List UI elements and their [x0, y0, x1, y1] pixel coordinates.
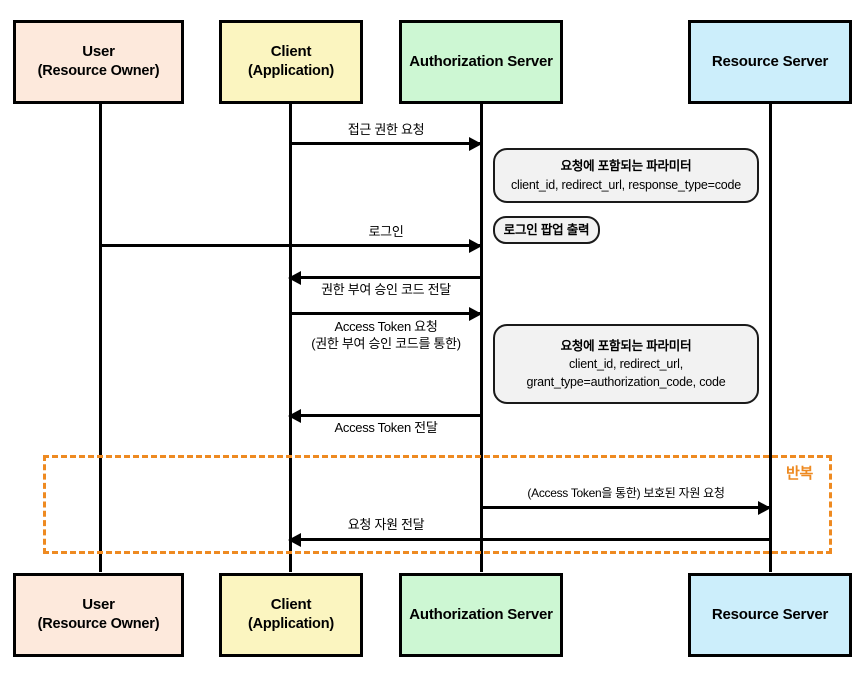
message-line-auth-code [290, 276, 482, 279]
actor-box-authorization-server-bottom[interactable]: Authorization Server [399, 573, 563, 657]
actor-box-resource-server-top[interactable]: Resource Server [688, 20, 852, 104]
note-authorization-request-params: 요청에 포함되는 파라미터 client_id, redirect_url, r… [493, 148, 759, 203]
message-line-resource-delivery [290, 538, 772, 541]
actor-box-authorization-server-top[interactable]: Authorization Server [399, 20, 563, 104]
note-body-authorization-request-params: client_id, redirect_url, response_type=c… [510, 177, 742, 192]
repeat-frame [43, 455, 832, 554]
message-line-access-token-delivery [290, 414, 482, 417]
note-token-request-params: 요청에 포함되는 파라미터 client_id, redirect_url, g… [493, 324, 759, 404]
actor-box-resource-server-bottom[interactable]: Resource Server [688, 573, 852, 657]
actor-label-resource-server-bottom: Resource Server [711, 605, 829, 623]
message-line-access-token-request [290, 312, 482, 315]
actor-label-client-line2: (Application) [247, 63, 334, 80]
actor-label-user-bottom-line2: (Resource Owner) [37, 616, 160, 633]
lifeline-resource-server [769, 104, 772, 572]
note-title-token-request-params: 요청에 포함되는 파라미터 [560, 338, 692, 353]
message-line-access-request [290, 142, 482, 145]
actor-label-authorization-server-top: Authorization Server [409, 52, 553, 70]
message-line-login [100, 244, 482, 247]
message-label-protected-resource-request: (Access Token을 통한) 보호된 자원 요청 [527, 486, 725, 500]
message-label-login: 로그인 [368, 224, 404, 239]
message-label-access-token-delivery: Access Token 전달 [334, 420, 438, 435]
arrowhead-access-request [469, 136, 482, 151]
actor-label-client-line1: Client [270, 43, 312, 61]
message-label-access-request: 접근 권한 요청 [347, 122, 425, 137]
actor-label-user-line2: (Resource Owner) [37, 63, 160, 80]
message-label-access-token-request-line2: (권한 부여 승인 코드를 통한) [311, 335, 461, 351]
note-body-token-request-params-line1: client_id, redirect_url, [568, 356, 683, 371]
message-line-protected-resource-request [481, 506, 771, 509]
message-label-auth-code: 권한 부여 승인 코드 전달 [321, 282, 451, 297]
message-label-resource-delivery: 요청 자원 전달 [347, 517, 425, 532]
note-title-authorization-request-params: 요청에 포함되는 파라미터 [560, 159, 692, 174]
arrowhead-resource-delivery [288, 532, 301, 547]
message-label-access-token-request: Access Token 요청 (권한 부여 승인 코드를 통한) [285, 319, 487, 353]
arrowhead-access-token-delivery [288, 408, 301, 423]
actor-box-client-bottom[interactable]: Client (Application) [219, 573, 363, 657]
note-login-popup: 로그인 팝업 출력 [493, 216, 600, 244]
actor-box-user-bottom[interactable]: User (Resource Owner) [13, 573, 184, 657]
repeat-frame-label: 반복 [786, 465, 814, 482]
actor-label-client-bottom-line2: (Application) [247, 616, 334, 633]
actor-label-authorization-server-bottom: Authorization Server [409, 605, 553, 623]
message-label-access-token-request-line1: Access Token 요청 [334, 319, 438, 334]
actor-label-user-line1: User [82, 43, 115, 61]
note-title-login-popup: 로그인 팝업 출력 [503, 222, 590, 237]
arrowhead-access-token-request [469, 306, 482, 321]
arrowhead-protected-resource-request [758, 500, 771, 515]
note-body-token-request-params-line2: grant_type=authorization_code, code [526, 375, 726, 390]
arrowhead-auth-code [288, 270, 301, 285]
lifeline-user [99, 104, 102, 572]
actor-label-resource-server-top: Resource Server [711, 52, 829, 70]
actor-box-user-top[interactable]: User (Resource Owner) [13, 20, 184, 104]
lifeline-authorization-server [480, 104, 483, 572]
actor-label-user-bottom-line1: User [82, 596, 115, 614]
lifeline-client [289, 104, 292, 572]
arrowhead-login [469, 238, 482, 253]
actor-box-client-top[interactable]: Client (Application) [219, 20, 363, 104]
actor-label-client-bottom-line1: Client [270, 596, 312, 614]
